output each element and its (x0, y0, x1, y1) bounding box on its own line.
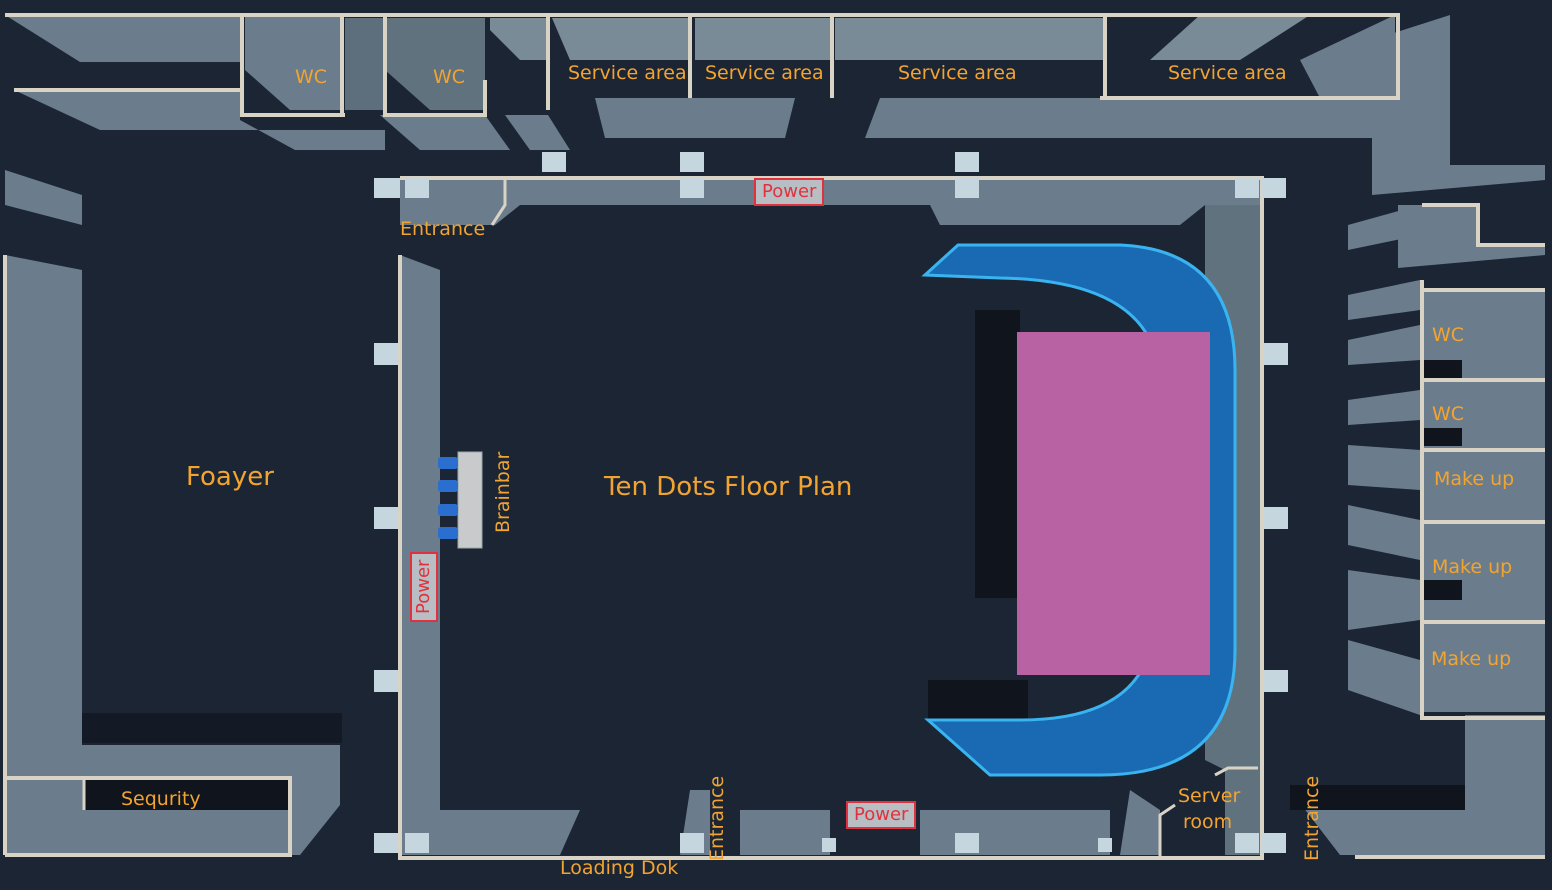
room-label-service-area: Service area (568, 62, 687, 84)
brainbar-label: Brainbar (492, 451, 514, 533)
power-outlet-label: Power (846, 801, 917, 829)
room-label-make-up: Make up (1432, 556, 1513, 578)
top-wall-lines (5, 13, 1400, 117)
room-label-foayer: Foayer (186, 462, 274, 492)
loading-dock-label: Loading Dok (560, 857, 679, 879)
brainbar-icon (438, 451, 483, 549)
stage (921, 243, 1237, 777)
left-walls (3, 170, 342, 857)
room-label-service-area: Service area (898, 62, 1017, 84)
room-label-wc: WC (1432, 324, 1465, 346)
entrance-label: Entrance (706, 775, 728, 861)
room-label-service-area: Service area (1168, 62, 1287, 84)
right-walls (1290, 203, 1545, 859)
room-label-server-room: Server (1178, 785, 1241, 807)
entrance-label: Entrance (1301, 775, 1323, 861)
top-walls (5, 15, 1545, 195)
room-label-make-up: Make up (1434, 468, 1515, 490)
room-label-service-area: Service area (705, 62, 824, 84)
room-label-sequrity: Sequrity (121, 788, 201, 810)
room-label-wc: WC (295, 66, 328, 88)
entrance-label: Entrance (400, 218, 486, 240)
power-outlet-label: Power (754, 178, 825, 206)
power-outlet-label: Power (410, 551, 438, 622)
room-label-wc: WC (433, 66, 466, 88)
stage-platform (1017, 332, 1210, 675)
page-title: Ten Dots Floor Plan (604, 472, 853, 502)
room-label-make-up: Make up (1431, 648, 1512, 670)
room-label-server-room: room (1183, 811, 1233, 833)
room-label-wc: WC (1432, 403, 1465, 425)
